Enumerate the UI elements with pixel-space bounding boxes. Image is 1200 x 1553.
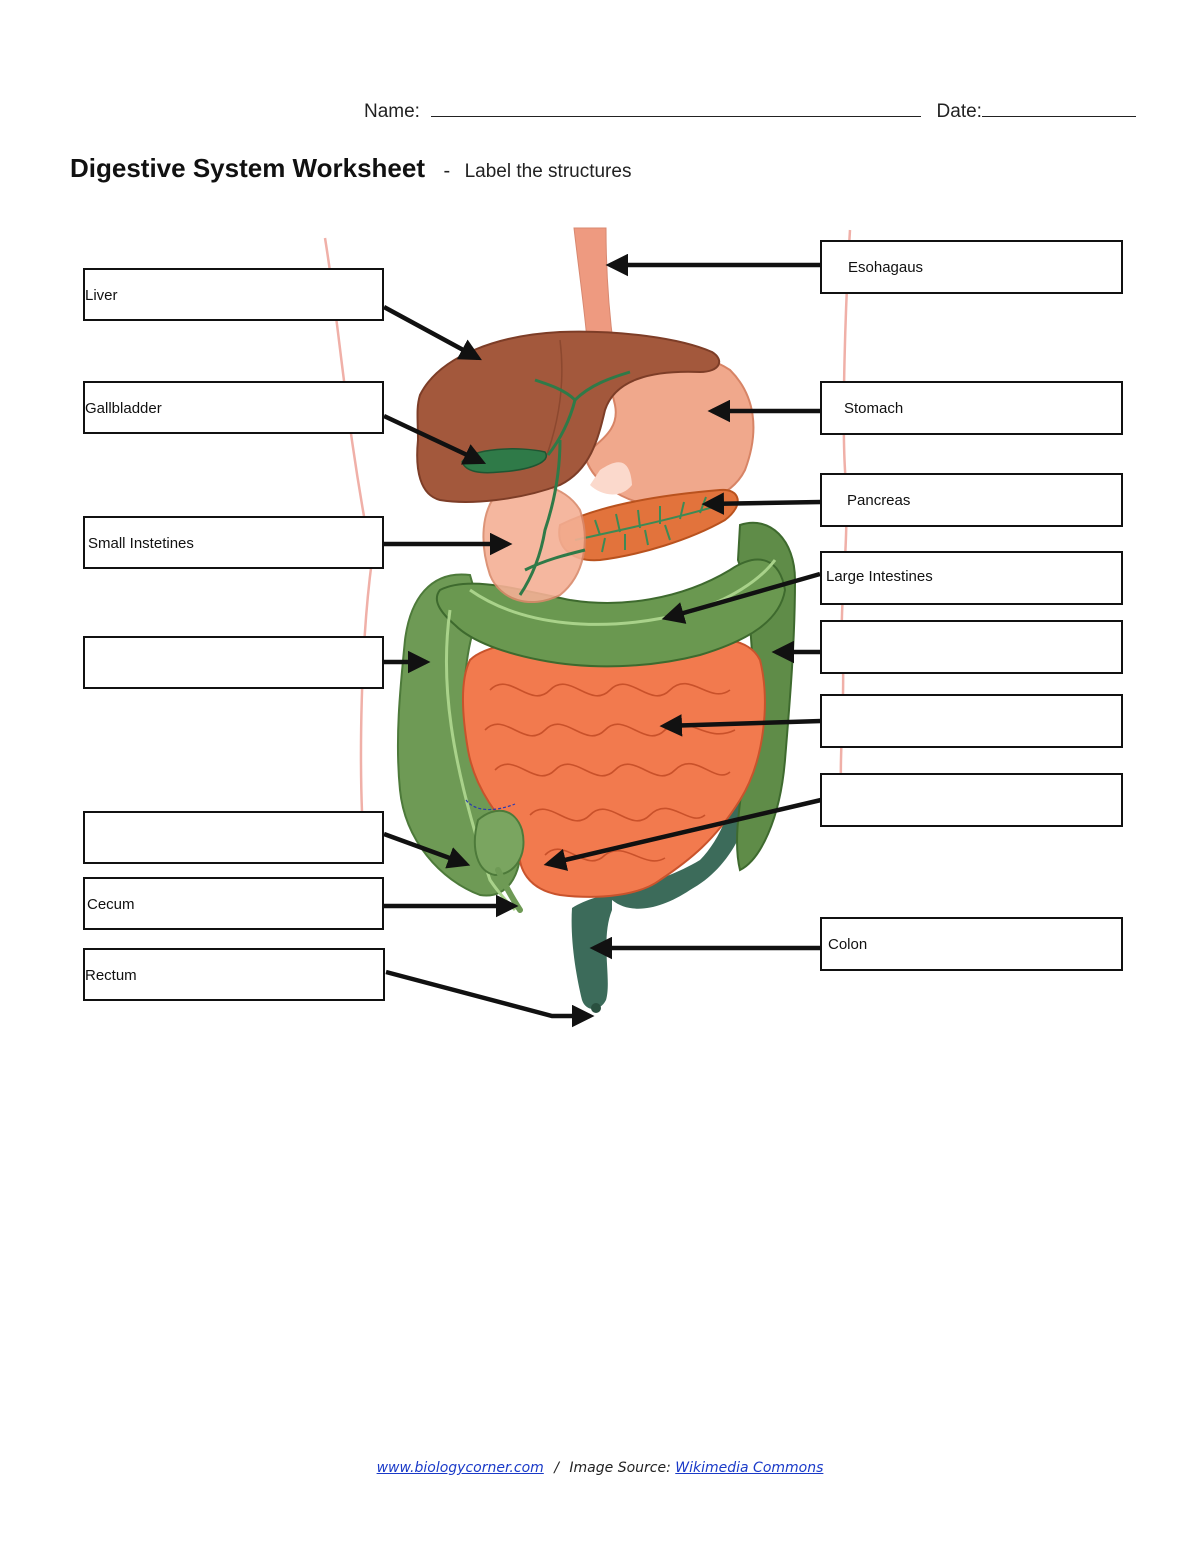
label-box-large-intestines[interactable]: Large Intestines xyxy=(820,551,1123,605)
label-box-right-blank-3[interactable] xyxy=(820,773,1123,827)
arrow-large-intestines xyxy=(661,571,821,624)
cecum-shape xyxy=(473,809,525,877)
label-box-stomach[interactable]: Stomach xyxy=(820,381,1123,435)
arrow-pancreas xyxy=(701,492,822,515)
label-box-pancreas[interactable]: Pancreas xyxy=(820,473,1123,527)
name-label: Name: xyxy=(364,101,420,122)
colon-shape xyxy=(571,700,761,1009)
label-box-left-blank-2[interactable] xyxy=(83,811,384,864)
arrow-right-blank-3 xyxy=(543,797,822,871)
label-box-liver[interactable]: Liver xyxy=(83,268,384,321)
label-box-esophagus[interactable]: Esohagaus xyxy=(820,240,1123,294)
pointer-arrows xyxy=(382,253,822,1028)
label-text-large-intestines: Large Intestines xyxy=(826,568,933,585)
label-text-small-intestines: Small Instetines xyxy=(88,535,194,552)
label-text-rectum: Rectum xyxy=(85,967,137,984)
label-box-right-blank-1[interactable] xyxy=(820,620,1123,674)
title-separator: - xyxy=(443,160,451,182)
title-subtitle: Label the structures xyxy=(464,161,632,182)
title-main: Digestive System Worksheet xyxy=(70,153,425,183)
label-text-stomach: Stomach xyxy=(844,400,904,417)
label-box-rectum[interactable]: Rectum xyxy=(83,948,385,1001)
label-box-gallbladder[interactable]: Gallbladder xyxy=(83,381,384,434)
pancreas-shape xyxy=(558,488,739,562)
label-box-small-intestines[interactable]: Small Instetines xyxy=(83,516,384,569)
arrow-left-blank-2 xyxy=(383,831,471,869)
date-blank-line[interactable] xyxy=(981,100,1136,117)
footer: www.biologycorner.com / Image Source: Wi… xyxy=(0,1460,1200,1476)
arrow-rectum xyxy=(385,969,595,1028)
label-box-cecum[interactable]: Cecum xyxy=(83,877,384,930)
label-box-colon[interactable]: Colon xyxy=(820,917,1123,971)
label-text-liver: Liver xyxy=(85,287,118,304)
label-box-left-blank-1[interactable] xyxy=(83,636,384,689)
label-text-colon: Colon xyxy=(828,936,868,953)
stomach-inner xyxy=(590,462,632,495)
liver-lobe-line xyxy=(544,339,563,461)
arrow-liver xyxy=(382,305,482,361)
worksheet-title: Digestive System Worksheet - Label the s… xyxy=(70,153,631,184)
name-blank-line[interactable] xyxy=(431,100,922,117)
date-label: Date: xyxy=(936,101,982,122)
name-date-line: Name: Date: xyxy=(364,100,1136,123)
footer-divider: / xyxy=(554,1460,559,1476)
anus-dot xyxy=(591,1003,601,1013)
transverse-colon-shape xyxy=(435,558,787,668)
label-text-cecum: Cecum xyxy=(87,896,135,913)
appendix-mark xyxy=(465,799,516,811)
bile-duct-tree xyxy=(518,370,631,596)
label-box-right-blank-2[interactable] xyxy=(820,694,1123,748)
label-text-pancreas: Pancreas xyxy=(847,492,911,509)
duodenum-shape xyxy=(482,483,586,604)
site-link[interactable]: www.biologycorner.com xyxy=(376,1460,544,1476)
arrow-gallbladder xyxy=(383,413,487,465)
label-text-esophagus: Esohagaus xyxy=(848,259,924,276)
image-source-label: Image Source: xyxy=(569,1460,671,1476)
label-text-gallbladder: Gallbladder xyxy=(85,400,162,417)
wikimedia-link[interactable]: Wikimedia Commons xyxy=(675,1460,824,1476)
arrow-right-blank-2 xyxy=(659,714,822,737)
